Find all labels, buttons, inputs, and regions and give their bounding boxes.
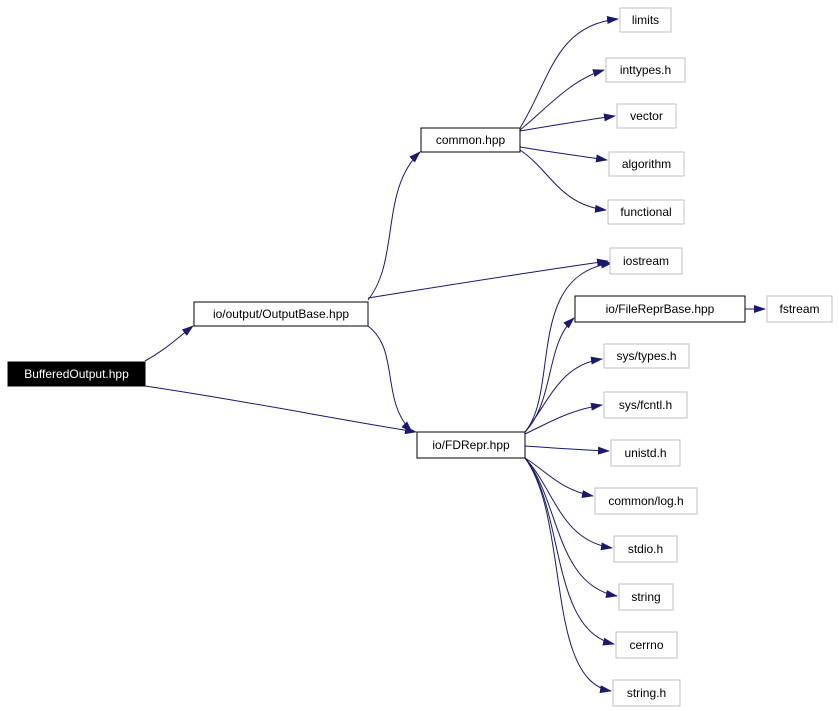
node-label: fstream xyxy=(779,302,819,316)
edge-output-base-to-common xyxy=(367,151,421,301)
node-label: sys/fcntl.h xyxy=(619,398,672,412)
node-sys-types-h[interactable]: sys/types.h xyxy=(603,343,690,369)
node-output-base-hpp[interactable]: io/output/OutputBase.hpp xyxy=(193,301,369,327)
node-label: io/FileReprBase.hpp xyxy=(606,302,715,316)
edge-buffered-output-to-output-base xyxy=(144,325,194,362)
node-label: stdio.h xyxy=(628,542,663,556)
edge-common-to-limits xyxy=(519,16,619,129)
node-algorithm[interactable]: algorithm xyxy=(608,151,685,177)
edge-fdrepr-to-string xyxy=(524,457,618,599)
node-sys-fcntl-h[interactable]: sys/fcntl.h xyxy=(603,391,688,419)
edge-common-to-vector xyxy=(519,113,616,132)
edge-common-to-algorithm xyxy=(519,146,608,163)
node-string[interactable]: string xyxy=(618,583,674,611)
node-label: string.h xyxy=(627,686,666,700)
node-label: inttypes.h xyxy=(620,63,671,77)
edge-fdrepr-to-iostream xyxy=(524,260,613,433)
node-label: unistd.h xyxy=(624,446,666,460)
node-common-hpp[interactable]: common.hpp xyxy=(420,127,521,153)
edge-fdrepr-to-sys-fcntl xyxy=(524,402,603,435)
edges xyxy=(144,16,766,694)
nodes: BufferedOutput.hpp io/output/OutputBase.… xyxy=(7,7,833,707)
node-inttypes-h[interactable]: inttypes.h xyxy=(605,57,686,83)
node-label: limits xyxy=(632,13,659,27)
node-label: algorithm xyxy=(622,157,671,171)
node-fstream[interactable]: fstream xyxy=(766,295,833,323)
node-unistd-h[interactable]: unistd.h xyxy=(610,439,681,467)
node-label: common.hpp xyxy=(436,133,506,147)
edge-buffered-output-to-fdrepr xyxy=(144,385,417,435)
node-string-h[interactable]: string.h xyxy=(612,679,681,707)
edge-fdrepr-to-common-log xyxy=(524,457,594,498)
node-filereprbase-hpp[interactable]: io/FileReprBase.hpp xyxy=(574,295,746,323)
edge-fdrepr-to-cerrno xyxy=(524,457,615,646)
edge-fdrepr-to-string-h xyxy=(524,457,612,694)
node-label: iostream xyxy=(623,254,669,268)
node-label: BufferedOutput.hpp xyxy=(24,367,129,381)
edge-fdrepr-to-unistd xyxy=(524,445,610,455)
node-label: string xyxy=(631,590,660,604)
edge-output-base-to-iostream xyxy=(367,258,609,299)
node-buffered-output-hpp[interactable]: BufferedOutput.hpp xyxy=(7,361,146,387)
node-stdio-h[interactable]: stdio.h xyxy=(613,535,678,563)
node-label: io/FDRepr.hpp xyxy=(432,438,510,452)
node-label: cerrno xyxy=(629,638,663,652)
node-iostream[interactable]: iostream xyxy=(609,247,683,275)
node-label: common/log.h xyxy=(608,494,683,508)
node-label: functional xyxy=(620,205,671,219)
edge-common-to-inttypes xyxy=(519,69,605,131)
node-cerrno[interactable]: cerrno xyxy=(615,631,678,659)
node-label: vector xyxy=(630,109,663,123)
edge-output-base-to-fdrepr xyxy=(367,325,413,433)
node-common-log-h[interactable]: common/log.h xyxy=(594,487,698,515)
edge-fdrepr-to-sys-types xyxy=(524,356,603,433)
edge-fdrepr-to-stdio xyxy=(524,457,613,551)
node-label: io/output/OutputBase.hpp xyxy=(213,307,349,321)
node-vector[interactable]: vector xyxy=(616,103,677,129)
edge-common-to-functional xyxy=(519,149,607,213)
node-fdrepr-hpp[interactable]: io/FDRepr.hpp xyxy=(416,431,526,459)
node-label: sys/types.h xyxy=(616,349,676,363)
node-functional[interactable]: functional xyxy=(607,199,685,225)
node-limits[interactable]: limits xyxy=(619,7,672,33)
